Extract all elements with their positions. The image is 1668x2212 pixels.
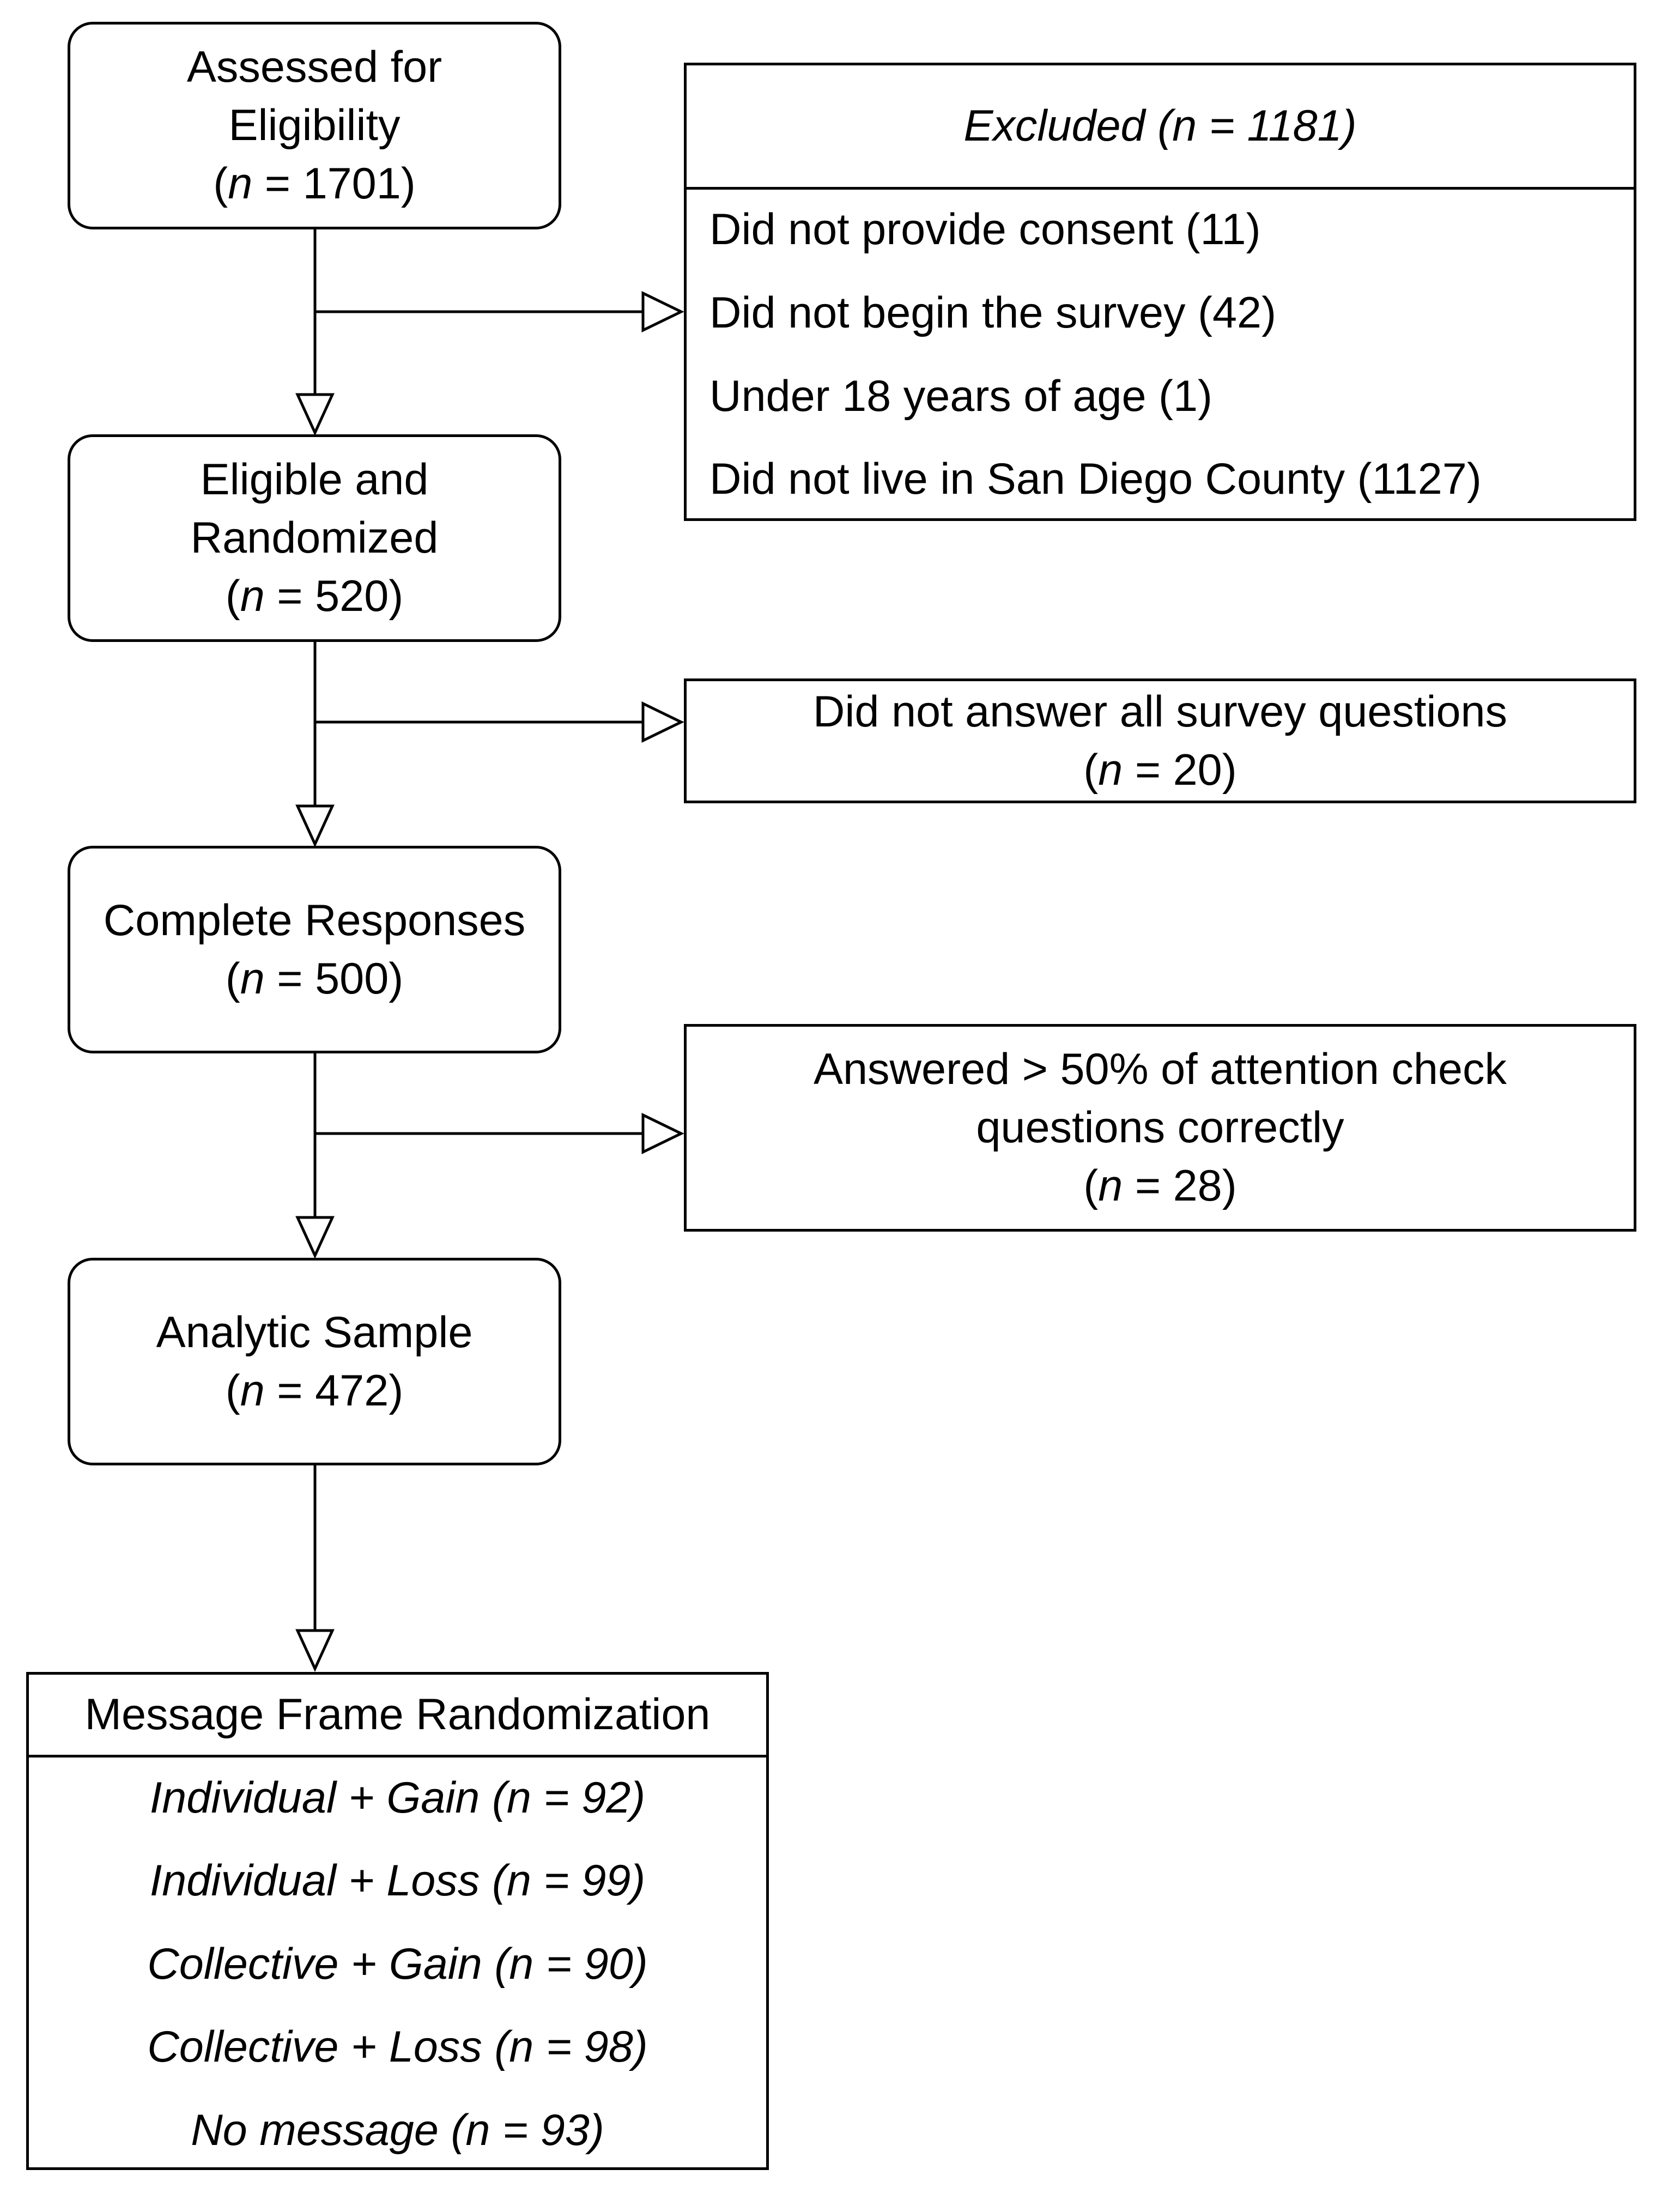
randomization-individual-gain: Individual + Gain (n = 92) <box>149 1773 646 1822</box>
node-complete-count: (n = 500) <box>225 954 404 1003</box>
box-did-not-answer-count: (n = 20) <box>1083 745 1237 795</box>
randomization-collective-gain: Collective + Gain (n = 90) <box>147 1940 648 1989</box>
node-eligible-count: (n = 520) <box>225 572 404 621</box>
node-analytic-count: (n = 472) <box>225 1366 404 1415</box>
excluded-panel-title: Excluded (n = 1181) <box>687 65 1634 190</box>
arrowhead-right-excluded <box>641 291 684 332</box>
node-complete-line-1: Complete Responses <box>103 895 526 945</box>
node-eligible-and-randomized: Eligible and Randomized (n = 520) <box>68 434 561 642</box>
arrowhead-down-analytic <box>295 1216 335 1259</box>
node-complete-responses: Complete Responses (n = 500) <box>68 846 561 1053</box>
box-attention-count: (n = 28) <box>1083 1161 1237 1210</box>
box-attention-line-2: questions correctly <box>976 1103 1344 1152</box>
arrowhead-right-not-answered <box>641 701 684 743</box>
node-assessed-for-eligibility: Assessed for Eligibility (n = 1701) <box>68 22 561 229</box>
vertical-connectors <box>313 229 643 1631</box>
box-did-not-answer-all: Did not answer all survey questions (n =… <box>684 678 1636 803</box>
box-attention-line-1: Answered > 50% of attention check <box>813 1045 1507 1094</box>
excluded-item-under-18: Under 18 years of age (1) <box>709 372 1212 421</box>
excluded-item-san-diego: Did not live in San Diego County (1127) <box>709 454 1482 504</box>
node-assessed-count: (n = 1701) <box>213 159 416 208</box>
randomization-panel-title: Message Frame Randomization <box>29 1675 766 1758</box>
excluded-item-consent: Did not provide consent (11) <box>709 205 1261 254</box>
box-attention-check: Answered > 50% of attention check questi… <box>684 1024 1636 1232</box>
arrowheads <box>295 291 684 1672</box>
randomization-no-message: No message (n = 93) <box>191 2106 604 2155</box>
node-assessed-line-1: Assessed for <box>186 43 442 92</box>
arrowhead-right-attention <box>641 1113 684 1154</box>
randomization-individual-loss: Individual + Loss (n = 99) <box>149 1856 646 1905</box>
node-eligible-line-2: Randomized <box>190 513 439 562</box>
node-analytic-sample: Analytic Sample (n = 472) <box>68 1258 561 1465</box>
arrowhead-down-randomization <box>295 1629 335 1672</box>
box-did-not-answer-line-1: Did not answer all survey questions <box>812 687 1508 736</box>
node-analytic-line-1: Analytic Sample <box>156 1307 473 1357</box>
excluded-panel: Excluded (n = 1181) Did not provide cons… <box>684 63 1636 521</box>
arrowhead-down-eligible <box>295 393 335 437</box>
excluded-item-not-begin: Did not begin the survey (42) <box>709 288 1277 337</box>
randomization-panel: Message Frame Randomization Individual +… <box>26 1672 769 2170</box>
arrowhead-down-complete <box>295 804 335 848</box>
randomization-collective-loss: Collective + Loss (n = 98) <box>147 2022 648 2071</box>
node-assessed-line-2: Eligibility <box>228 101 401 150</box>
node-eligible-line-1: Eligible and <box>200 455 429 504</box>
